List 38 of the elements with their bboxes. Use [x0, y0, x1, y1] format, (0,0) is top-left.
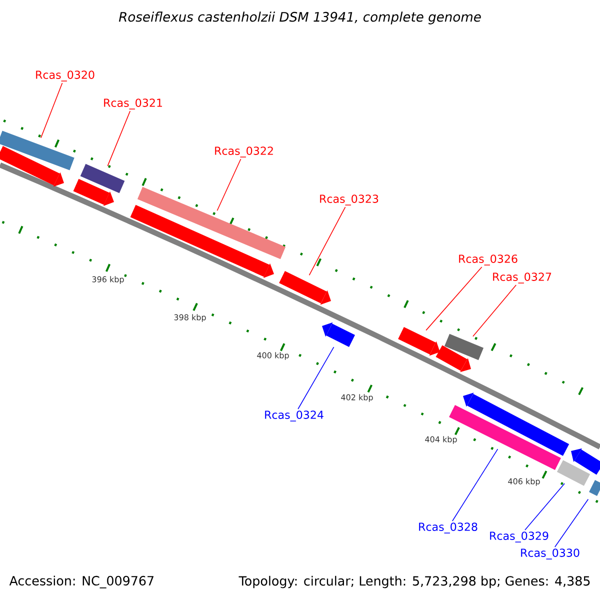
tick-label: 398 kbp — [174, 314, 206, 322]
gene-block — [137, 186, 286, 260]
gene-label: Rcas_0329 — [490, 532, 548, 542]
leader-line — [426, 266, 482, 331]
gene-block — [80, 164, 125, 194]
gene-label: Rcas_0321 — [104, 98, 162, 110]
leader-line — [452, 448, 498, 522]
gene-label: Rcas_0320 — [36, 70, 94, 82]
gene-block — [556, 460, 590, 486]
leader-line — [107, 110, 131, 166]
tick-label: 396 kbp — [92, 276, 124, 284]
accession-text: Accession: NC_009767 — [9, 576, 154, 588]
leader-line — [40, 82, 63, 138]
leader-line — [524, 483, 565, 530]
gene-label: Rcas_0323 — [320, 194, 378, 206]
genome-info-text: Topology: circular; Length: 5,723,298 bp; Genes: 4,385 — [238, 576, 590, 588]
leader-line — [298, 346, 334, 410]
gene-label: Rcas_0327 — [493, 272, 552, 284]
tick-label: 400 kbp — [257, 352, 289, 360]
gene-label: Rcas_0326 — [459, 254, 518, 266]
gene-label: Rcas_0328 — [419, 522, 478, 534]
gene-block — [444, 334, 484, 360]
gene-block — [279, 270, 331, 305]
gene-block — [589, 480, 600, 496]
title: Roseiflexus castenholzii DSM 13941, complete genome — [118, 12, 481, 24]
leader-line — [308, 206, 346, 276]
gene-label: Rcas_0330 — [521, 548, 580, 560]
tick-label: 404 kbp — [425, 436, 457, 444]
leader-line — [472, 284, 517, 337]
leader-line — [554, 498, 589, 548]
gene-block — [398, 326, 440, 356]
leader-line — [216, 158, 242, 212]
tick-label: 406 kbp — [508, 478, 540, 486]
gene-label: Rcas_0322 — [215, 146, 273, 158]
gene-block — [0, 130, 74, 170]
gene-block — [322, 322, 355, 347]
tick-label: 402 kbp — [341, 394, 373, 402]
gene-label: Rcas_0324 — [265, 410, 324, 422]
